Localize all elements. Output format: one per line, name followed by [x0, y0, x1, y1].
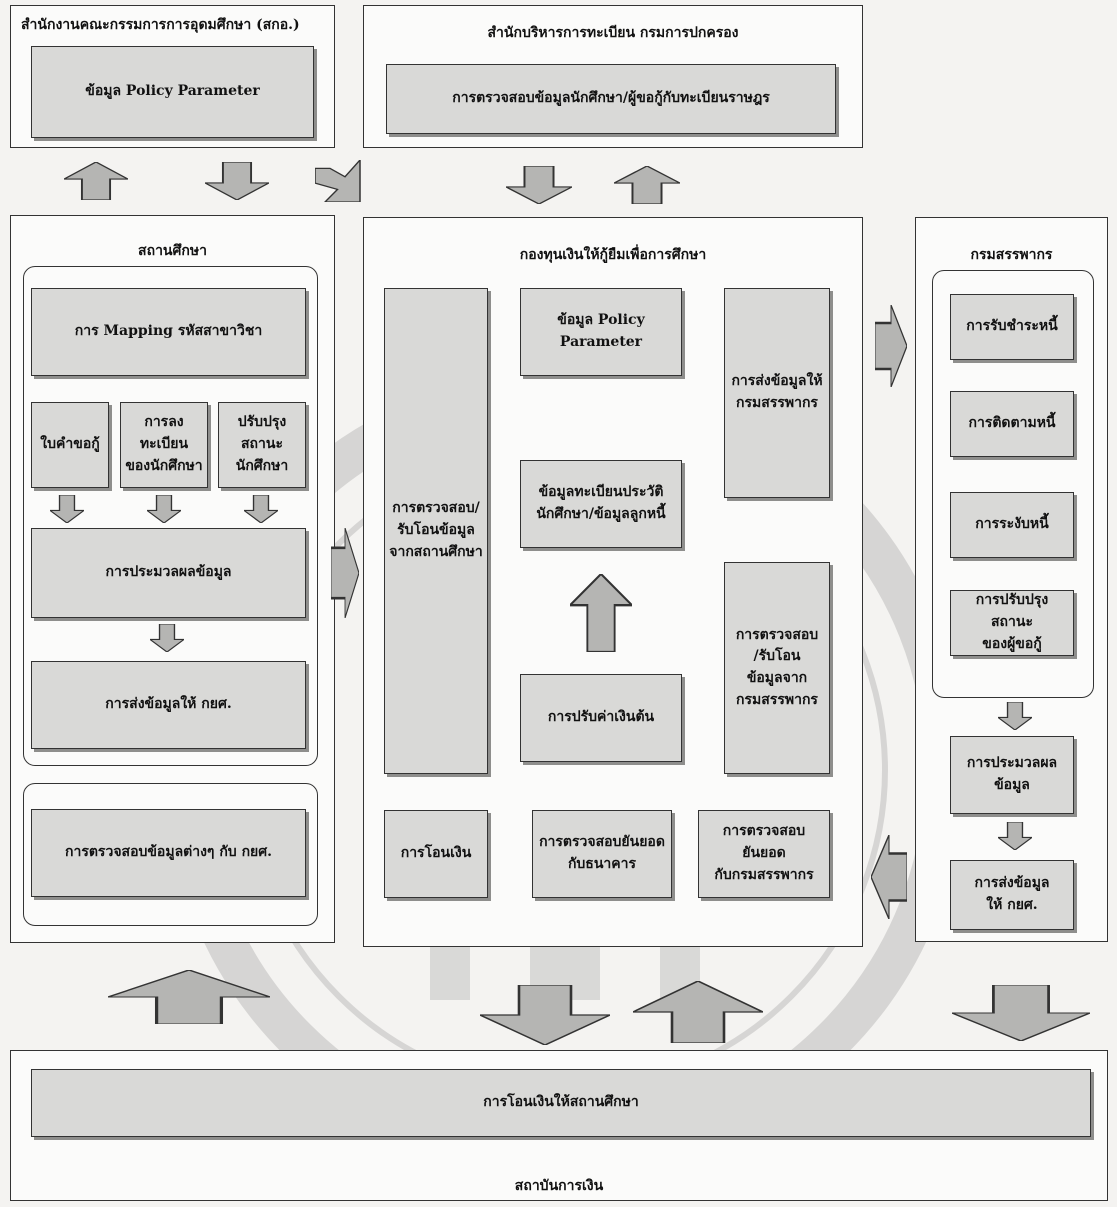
receive-payment-box: การรับชำระหนี้: [950, 294, 1074, 360]
arrow-diagonal-icon: [315, 160, 365, 202]
school-panel: สถานศึกษา การ Mapping รหัสสาขาวิชา ใบคำข…: [10, 215, 335, 943]
arrow-up-icon: [108, 970, 270, 1024]
arrow-up-icon: [64, 162, 128, 200]
suspend-box: การระงับหนี้: [950, 492, 1074, 558]
arrow-down-icon: [147, 495, 181, 523]
revenue-send-box: การส่งข้อมูล ให้ กยศ.: [950, 860, 1074, 930]
verify-group: [23, 783, 318, 926]
bank-title: สถาบันการเงิน: [514, 1178, 604, 1194]
borrower-status-box: การปรับปรุงสถานะ ของผู้ขอกู้: [950, 590, 1074, 656]
arrow-down-icon: [998, 702, 1032, 730]
arrow-left-icon: [871, 835, 907, 919]
revenue-inner-group: [932, 270, 1094, 698]
registration-panel: สำนักบริหารการทะเบียน กรมการปกครอง การตร…: [363, 5, 863, 148]
arrow-down-icon: [205, 162, 269, 200]
transfer-box: การโอนเงิน: [384, 810, 488, 898]
arrow-down-icon: [998, 822, 1032, 850]
school-inner-group: [23, 266, 318, 766]
revenue-panel: กรมสรรพากร การรับชำระหนี้ การติดตามหนี้ …: [915, 217, 1108, 942]
school-title: สถานศึกษา: [138, 243, 207, 259]
mapping-box: การ Mapping รหัสสาขาวิชา: [31, 288, 306, 376]
registration-check-box: การตรวจสอบข้อมูลนักศึกษา/ผู้ขอกู้กับทะเบ…: [386, 64, 836, 134]
bank-panel: การโอนเงินให้สถานศึกษา สถาบันการเงิน: [10, 1050, 1108, 1201]
fund-policy-box: ข้อมูล Policy Parameter: [520, 288, 682, 376]
arrow-down-icon: [480, 985, 610, 1045]
ohec-title: สำนักงานคณะกรรมการการอุดมศึกษา (สกอ.): [21, 17, 300, 33]
arrow-down-icon: [506, 166, 572, 204]
ohec-policy-box: ข้อมูล Policy Parameter: [31, 46, 314, 138]
arrow-right-icon: [875, 305, 907, 387]
verify-box: การตรวจสอบข้อมูลต่างๆ กับ กยศ.: [31, 809, 306, 897]
fund-panel: กองทุนเงินให้กู้ยืมเพื่อการศึกษา การตรวจ…: [363, 217, 863, 947]
send-revenue-box: การส่งข้อมูลให้ กรมสรรพากร: [724, 288, 830, 498]
follow-up-box: การติดตามหนี้: [950, 391, 1074, 457]
arrow-up-icon: [570, 574, 632, 652]
status-update-box: ปรับปรุง สถานะ นักศึกษา: [218, 402, 306, 488]
arrow-down-icon: [50, 495, 84, 523]
registration-title: สำนักบริหารการทะเบียน กรมการปกครอง: [487, 25, 739, 41]
arrow-right-icon: [331, 528, 359, 618]
revenue-title: กรมสรรพากร: [970, 247, 1053, 263]
history-box: ข้อมูลทะเบียนประวัติ นักศึกษา/ข้อมูลลูกห…: [520, 460, 682, 548]
enrollment-box: การลง ทะเบียน ของนักศึกษา: [120, 402, 208, 488]
revenue-processing-box: การประมวลผล ข้อมูล: [950, 736, 1074, 814]
receive-school-box: การตรวจสอบ/ รับโอนข้อมูล จากสถานศึกษา: [384, 288, 488, 774]
send-box: การส่งข้อมูลให้ กยศ.: [31, 661, 306, 749]
receive-revenue-box: การตรวจสอบ /รับโอน ข้อมูลจาก กรมสรรพากร: [724, 562, 830, 774]
reconcile-revenue-box: การตรวจสอบ ยันยอด กับกรมสรรพากร: [698, 810, 830, 898]
bank-transfer-box: การโอนเงินให้สถานศึกษา: [31, 1069, 1091, 1137]
application-box: ใบคำขอกู้: [31, 402, 109, 488]
arrow-down-icon: [952, 985, 1090, 1041]
reconcile-bank-box: การตรวจสอบยันยอด กับธนาคาร: [532, 810, 672, 898]
fund-title: กองทุนเงินให้กู้ยืมเพื่อการศึกษา: [519, 247, 707, 263]
ohec-panel: สำนักงานคณะกรรมการการอุดมศึกษา (สกอ.) ข้…: [10, 5, 335, 148]
arrow-up-icon: [633, 981, 763, 1043]
arrow-down-icon: [244, 495, 278, 523]
arrow-up-icon: [614, 166, 680, 204]
adjust-box: การปรับค่าเงินต้น: [520, 674, 682, 762]
arrow-down-icon: [150, 624, 184, 652]
processing-box: การประมวลผลข้อมูล: [31, 528, 306, 618]
